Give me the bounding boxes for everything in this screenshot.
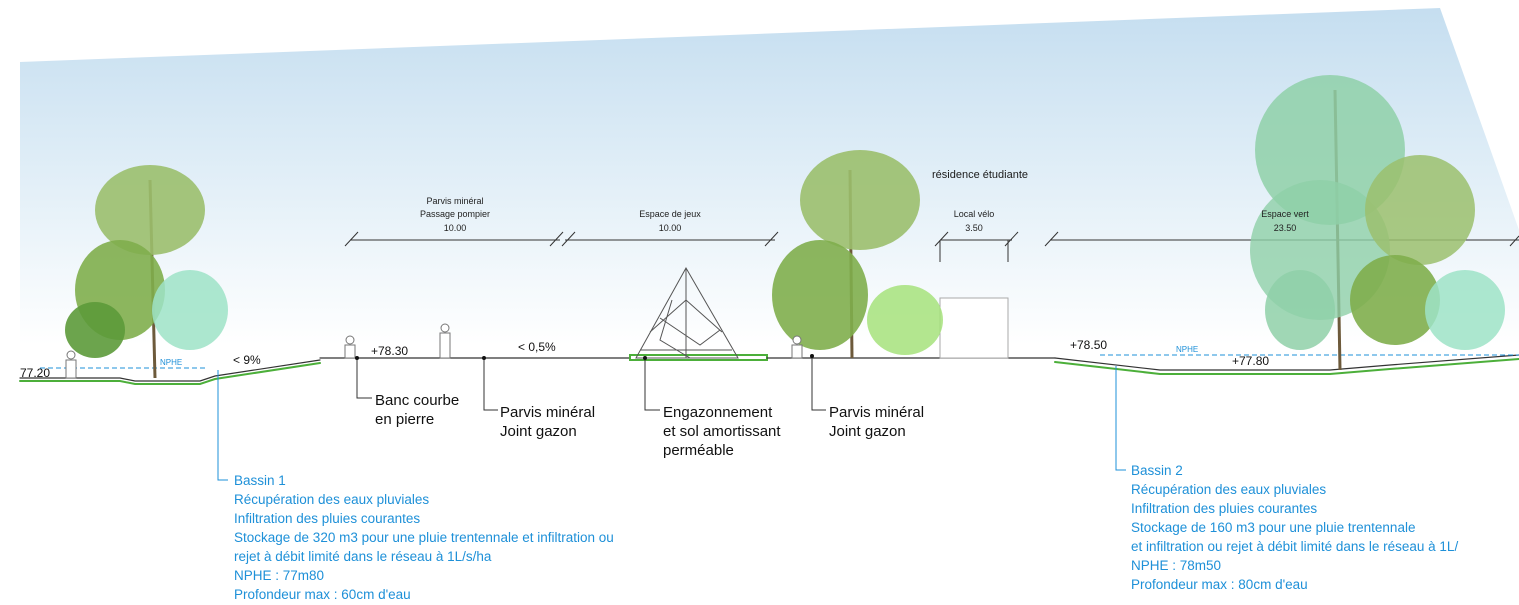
bassin-2-title: Bassin 2 bbox=[1131, 463, 1183, 478]
nphe-label-left: NPHE bbox=[160, 358, 183, 367]
callout-parvis-2: Parvis minéral Joint gazon bbox=[829, 404, 925, 440]
dim-jeux-value: 10.00 bbox=[658, 223, 682, 233]
tree-left bbox=[65, 165, 228, 379]
play-structure bbox=[635, 266, 739, 359]
nphe-label-right: NPHE bbox=[1176, 345, 1199, 354]
people-silhouettes bbox=[65, 323, 803, 379]
dim-velo-title: Local vélo bbox=[953, 209, 995, 219]
level-right-bassin: +77.80 bbox=[1232, 354, 1270, 368]
callout-banc: Banc courbe en pierre bbox=[375, 392, 460, 428]
level-right-top: +78.50 bbox=[1070, 338, 1108, 352]
tree-right bbox=[1250, 75, 1505, 371]
level-left: 77.20 bbox=[20, 366, 51, 380]
local-velo-building bbox=[939, 297, 1009, 359]
sky-background bbox=[20, 8, 1519, 345]
building-label: résidence étudiante bbox=[932, 169, 1029, 181]
bassin-1-text: Récupération des eaux pluviales Infiltra… bbox=[234, 492, 614, 602]
bassin-1-title: Bassin 1 bbox=[234, 473, 286, 488]
tree-center bbox=[772, 150, 943, 359]
dim-vert-value: 23.50 bbox=[1273, 223, 1297, 233]
dim-jeux-title: Espace de jeux bbox=[639, 209, 701, 219]
dim-vert-title: Espace vert bbox=[1261, 209, 1309, 219]
dim-parvis-title2: Passage pompier bbox=[419, 209, 491, 219]
slope-parvis: < 0,5% bbox=[518, 340, 556, 354]
leader-lines bbox=[356, 356, 826, 411]
callout-parvis-1: Parvis minéral Joint gazon bbox=[500, 404, 596, 440]
level-parvis: +78.30 bbox=[371, 344, 409, 358]
ground-profile bbox=[19, 354, 1519, 385]
bassin-2-text: Récupération des eaux pluviales Infiltra… bbox=[1131, 482, 1459, 592]
blue-leader-lines bbox=[217, 366, 1126, 481]
dim-parvis-value: 10.00 bbox=[443, 223, 467, 233]
dim-velo-value: 3.50 bbox=[965, 223, 983, 233]
dim-parvis-title1: Parvis minéral bbox=[426, 196, 484, 206]
leader-dots bbox=[355, 354, 814, 360]
callout-engazonnement: Engazonnement et sol amortissant perméab… bbox=[663, 404, 781, 459]
slope-left: < 9% bbox=[233, 353, 261, 367]
